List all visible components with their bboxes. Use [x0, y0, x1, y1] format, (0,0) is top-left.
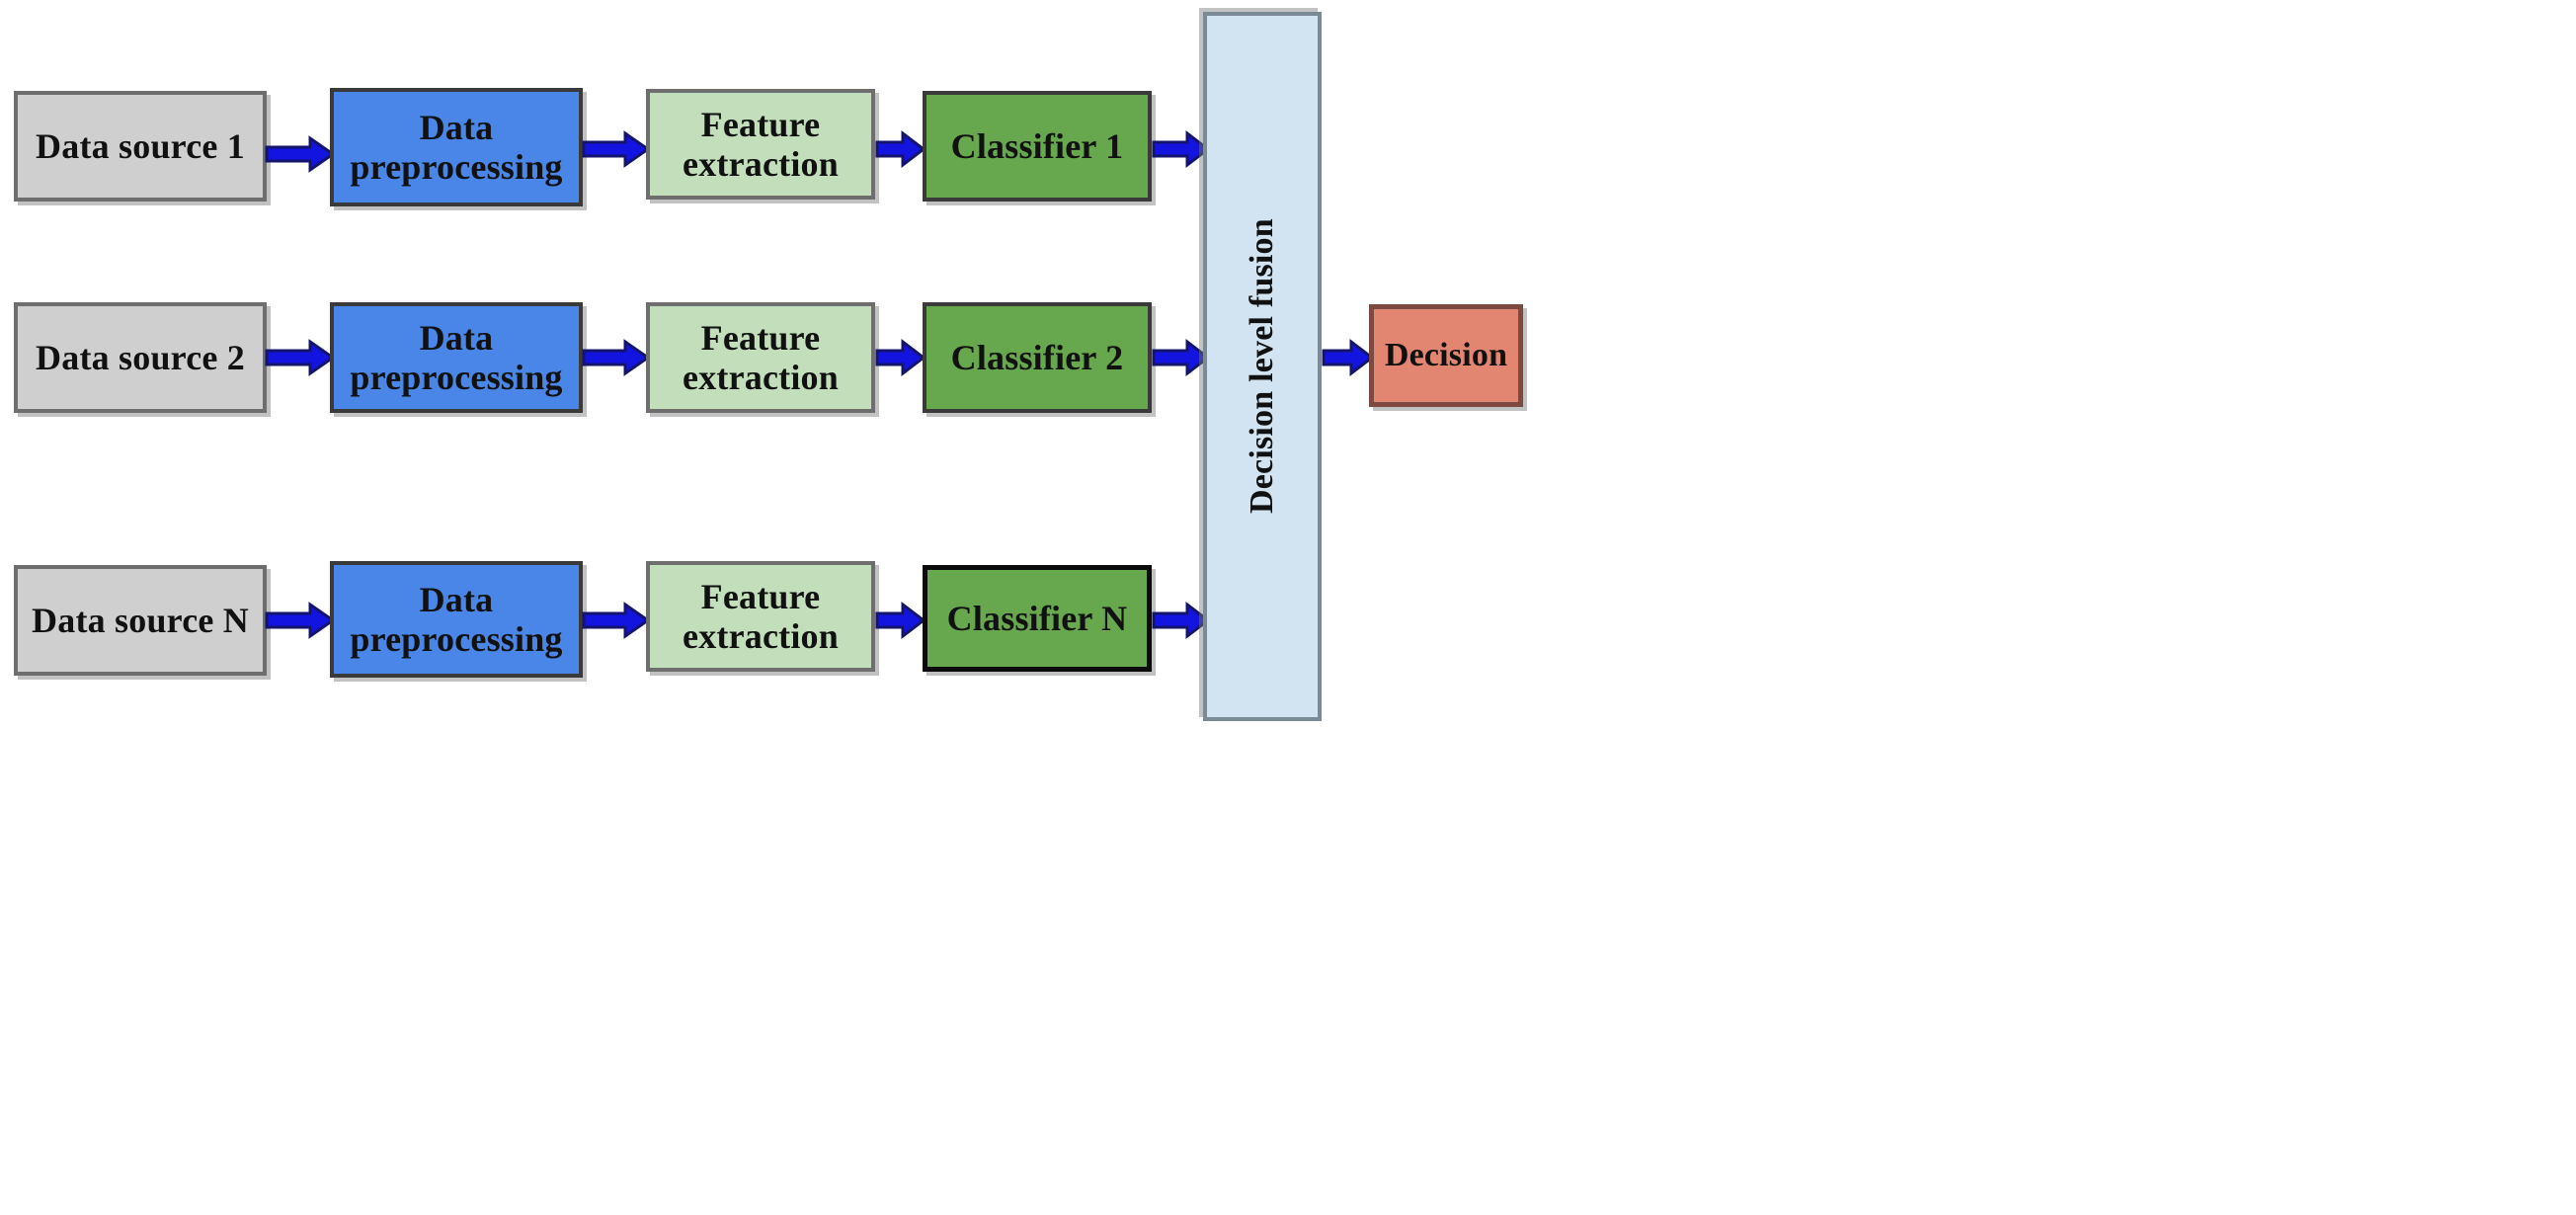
- decision-level-fusion-box[interactable]: Decision level fusion: [1203, 12, 1322, 721]
- right-arrow-icon: [875, 129, 926, 169]
- right-arrow-icon: [1322, 338, 1375, 377]
- feature-extraction-box-row-3[interactable]: Feature extraction: [646, 561, 875, 672]
- preprocessing-box-row-2[interactable]: Data preprocessing: [330, 302, 583, 413]
- right-arrow-icon: [265, 135, 336, 173]
- right-arrow-icon: [582, 130, 651, 168]
- data-source-box-row-3[interactable]: Data source N: [14, 565, 267, 676]
- classifier-box-row-2[interactable]: Classifier 2: [923, 302, 1152, 413]
- feature-extraction-box-row-2[interactable]: Feature extraction: [646, 302, 875, 413]
- feature-extraction-box-row-1[interactable]: Feature extraction: [646, 89, 875, 200]
- classifier-box-row-3[interactable]: Classifier N: [923, 565, 1152, 672]
- data-source-box-row-1[interactable]: Data source 1: [14, 91, 267, 202]
- right-arrow-icon: [1152, 601, 1211, 640]
- preprocessing-box-row-1[interactable]: Data preprocessing: [330, 88, 583, 206]
- right-arrow-icon: [582, 339, 651, 376]
- preprocessing-box-row-3[interactable]: Data preprocessing: [330, 561, 583, 678]
- right-arrow-icon: [875, 601, 926, 640]
- data-source-box-row-2[interactable]: Data source 2: [14, 302, 267, 413]
- right-arrow-icon: [265, 602, 336, 639]
- right-arrow-icon: [265, 339, 336, 376]
- right-arrow-icon: [582, 602, 651, 639]
- decision-box[interactable]: Decision: [1369, 304, 1523, 407]
- right-arrow-icon: [1152, 129, 1211, 169]
- right-arrow-icon: [875, 338, 926, 377]
- classifier-box-row-1[interactable]: Classifier 1: [923, 91, 1152, 202]
- right-arrow-icon: [1152, 338, 1211, 377]
